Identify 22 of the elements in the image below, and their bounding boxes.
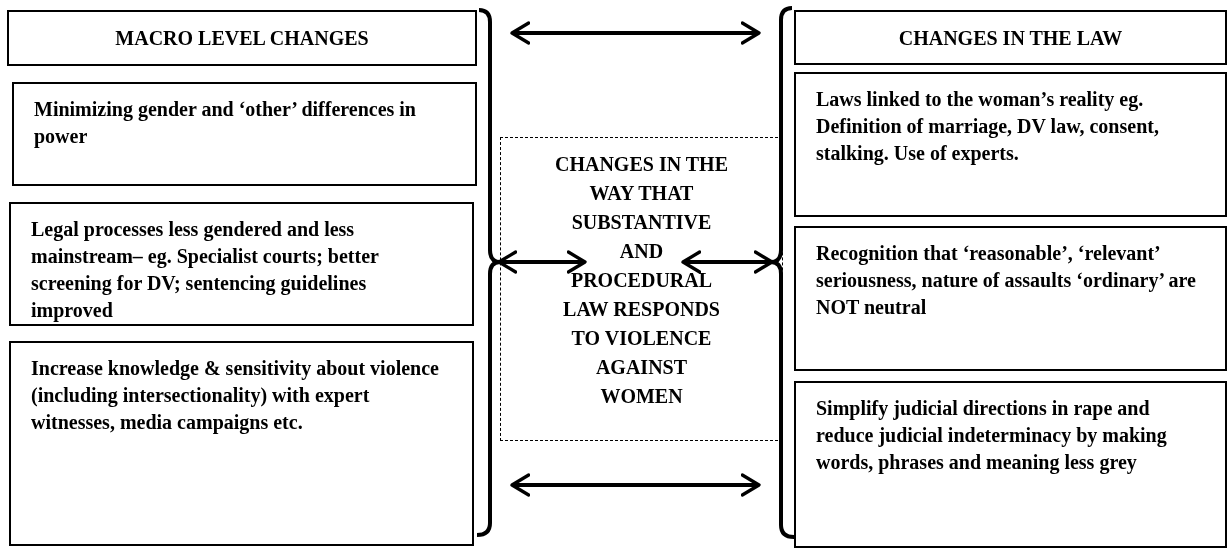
- text-box: [9, 202, 474, 326]
- center-text: CHANGES IN THE WAY THAT SUBSTANTIVE AND PROCEDURAL LAW RESPONDS TO VIOLENCE AGAINST WOMEN: [554, 152, 729, 409]
- heading-text: CHANGES IN THE LAW: [898, 25, 1123, 51]
- body-text: Minimizing gender and ‘other’ differences in power: [34, 97, 417, 150]
- header-box: [794, 10, 1227, 65]
- heading-text: MACRO LEVEL CHANGES: [115, 26, 369, 51]
- body-text: Legal processes less gendered and less mainstream– eg. Specialist courts; better screening for DV; sentencing guidelines improved: [31, 217, 380, 324]
- double-arrow: [497, 250, 587, 274]
- body-text: Recognition that ‘reasonable’, ‘relevant’ seriousness, nature of assaults ‘ordinary’ are NOT neutral: [816, 241, 1197, 320]
- text-box: [794, 72, 1227, 217]
- double-arrow: [510, 473, 761, 497]
- text-box: [9, 341, 474, 546]
- body-text: Laws linked to the woman’s reality eg. Definition of marriage, DV law, consent, stalking. Use of experts.: [816, 87, 1160, 167]
- dashed-box: [500, 137, 783, 441]
- body-text: Simplify judicial directions in rape and reduce judicial indeterminacy by making words, phrases and meaning less grey: [816, 396, 1168, 476]
- text-box: [12, 82, 477, 186]
- body-text: Increase knowledge & sensitivity about violence (including intersectionality) with expert witnesses, media campaigns etc.: [31, 356, 440, 436]
- text-box: [794, 226, 1227, 371]
- double-arrow: [681, 250, 774, 274]
- header-box: [7, 10, 477, 66]
- double-arrow: [510, 21, 761, 45]
- text-box: [794, 381, 1227, 548]
